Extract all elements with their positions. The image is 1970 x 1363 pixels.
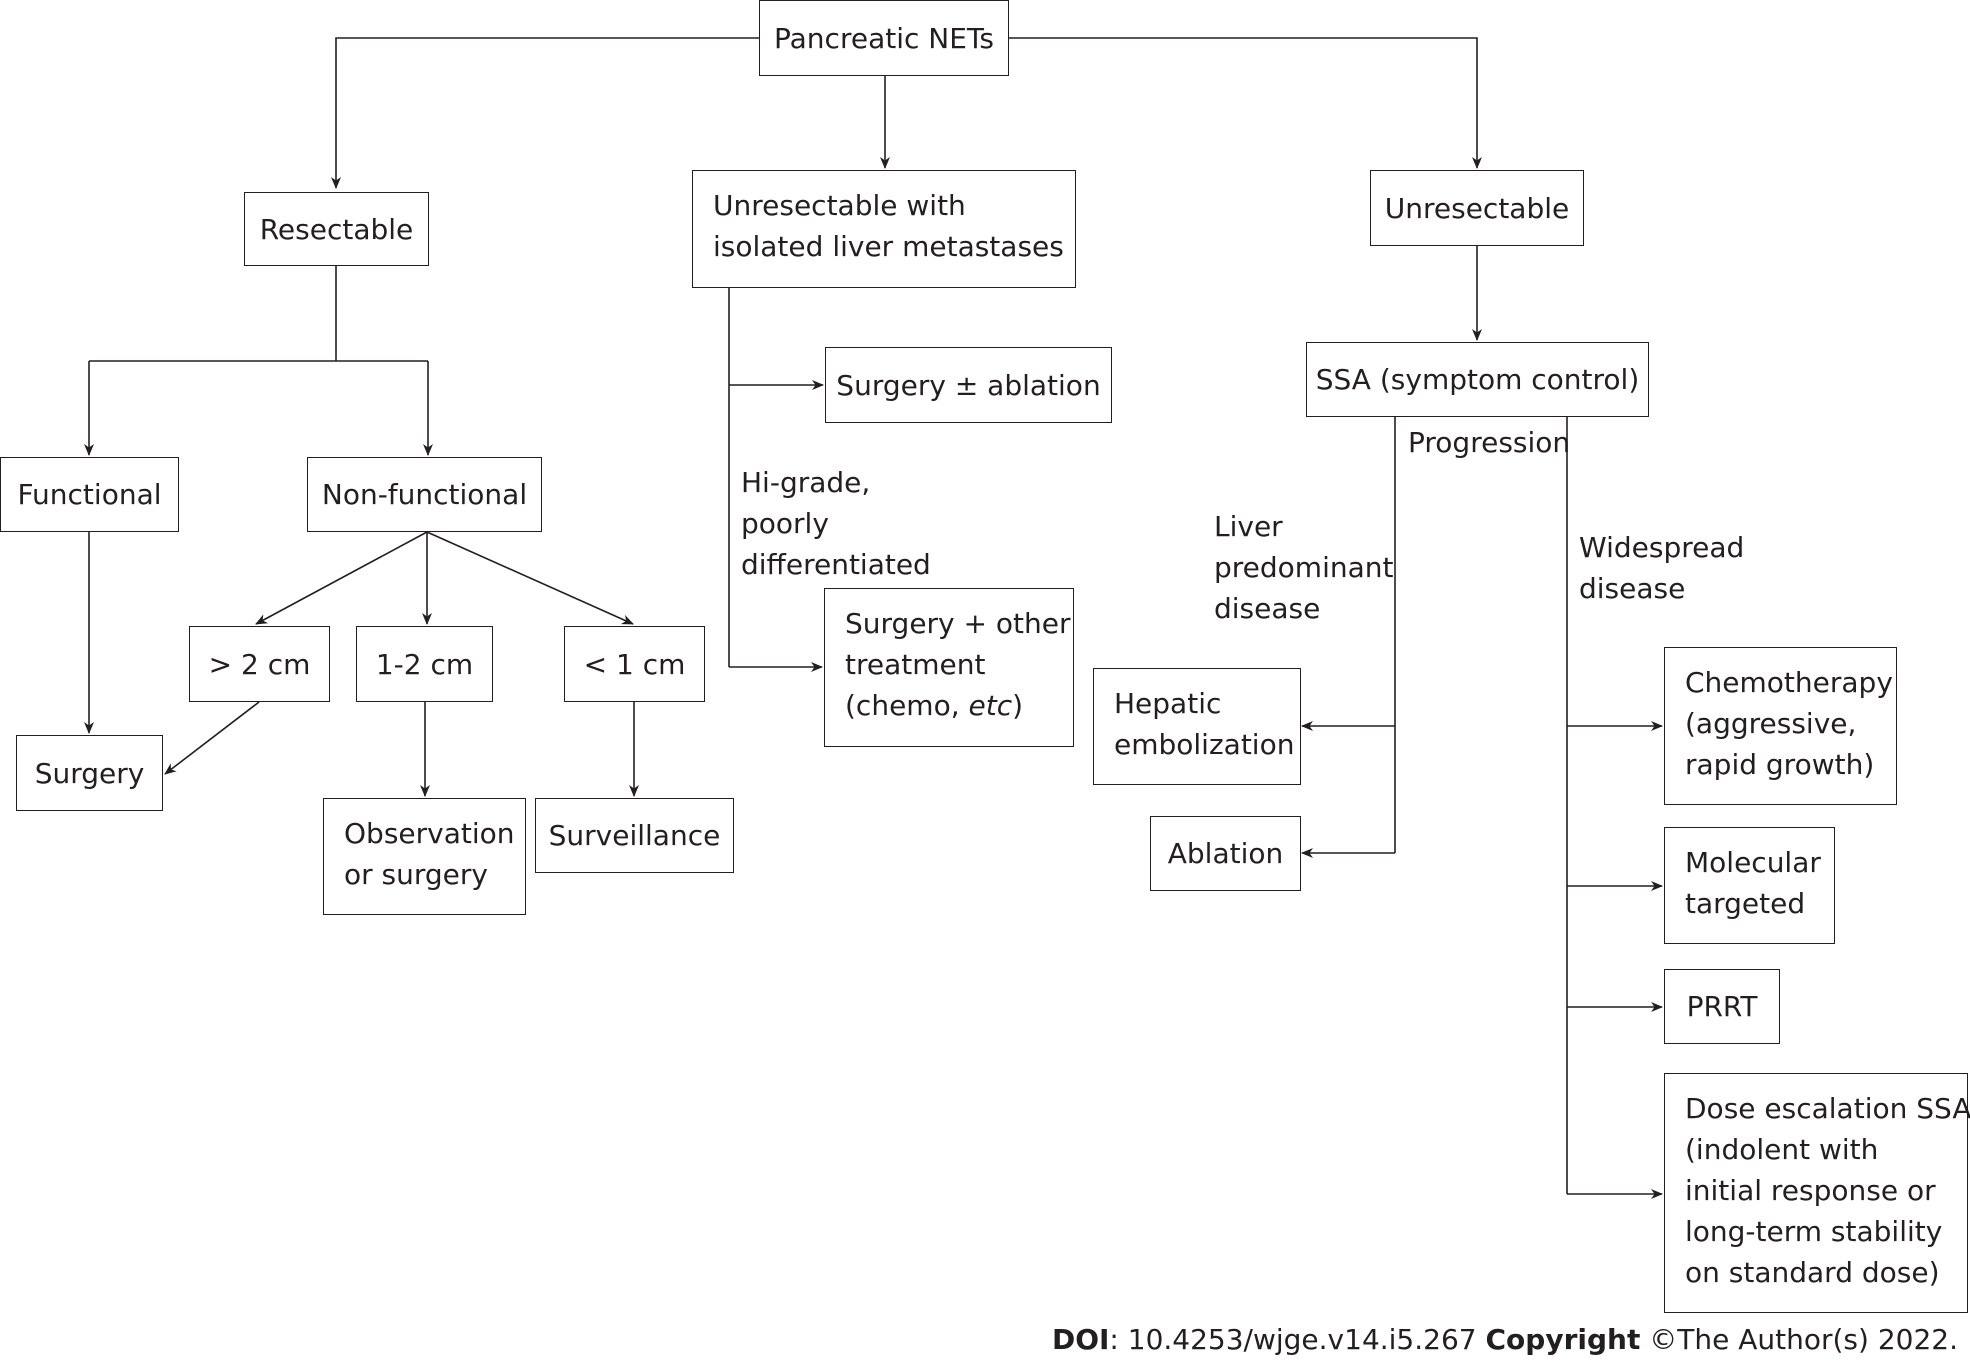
node-size-gt-2cm: > 2 cm (189, 626, 330, 702)
node-surgery-ablation: Surgery ± ablation (825, 347, 1112, 423)
node-size-lt-1cm: < 1 cm (564, 626, 705, 702)
node-size-lt-1cm-label: < 1 cm (583, 647, 686, 681)
label-progression: Progression (1408, 422, 1570, 463)
node-molecular-targeted: Molecular targeted (1664, 827, 1835, 944)
liver-predominant-line-2: predominant (1214, 551, 1394, 584)
chemo-line-2: (aggressive, (1685, 707, 1857, 740)
node-surgery-label: Surgery (34, 756, 145, 790)
label-widespread-disease: Widespread disease (1579, 527, 1744, 609)
label-hi-grade: Hi-grade, poorly differentiated (741, 462, 931, 585)
node-non-functional: Non-functional (307, 457, 542, 532)
node-prrt-label: PRRT (1686, 990, 1758, 1023)
node-surgery-ablation-label: Surgery ± ablation (836, 368, 1101, 402)
node-size-1-2cm-label: 1-2 cm (375, 647, 474, 681)
progression-text: Progression (1408, 426, 1571, 459)
liver-predominant-line-1: Liver (1214, 510, 1283, 543)
observation-line-1: Observation (344, 817, 515, 850)
surgery-other-suffix: ) (1012, 689, 1024, 722)
hepatic-line-1: Hepatic (1114, 687, 1222, 720)
surgery-other-etc: etc (968, 689, 1013, 722)
root-node-pancreatic-nets: Pancreatic NETs (759, 0, 1009, 76)
label-liver-predominant: Liver predominant disease (1214, 506, 1393, 629)
node-dose-escalation-ssa: Dose escalation SSA (indolent with initi… (1664, 1073, 1970, 1313)
doi-value: : 10.4253/wjge.v14.i5.267 (1109, 1323, 1486, 1356)
liver-mets-line-2: isolated liver metastases (713, 230, 1064, 263)
copyright-label: Copyright (1485, 1323, 1641, 1356)
liver-predominant-line-3: disease (1214, 592, 1321, 625)
node-chemotherapy: Chemotherapy (aggressive, rapid growth) (1664, 647, 1897, 805)
node-observation-or-surgery: Observation or surgery (323, 798, 526, 915)
node-prrt: PRRT (1664, 969, 1780, 1044)
doi-label: DOI (1051, 1323, 1110, 1356)
node-non-functional-label: Non-functional (321, 478, 528, 511)
observation-line-2: or surgery (344, 858, 488, 891)
dose-line-4: long-term stability (1685, 1215, 1943, 1248)
surgery-other-line-1: Surgery + other (845, 607, 1071, 640)
copyright-value: ©The Author(s) 2022. (1640, 1323, 1958, 1356)
node-ablation-label: Ablation (1167, 837, 1284, 870)
dose-line-5: on standard dose) (1685, 1256, 1940, 1289)
chemo-line-3: rapid growth) (1685, 748, 1875, 781)
node-size-1-2cm: 1-2 cm (356, 626, 493, 702)
node-surgery-other-treatment: Surgery + other treatment (chemo, etc) (824, 588, 1074, 747)
node-size-gt-2cm-label: > 2 cm (208, 647, 311, 681)
node-unresectable: Unresectable (1370, 170, 1584, 246)
surgery-other-line-2: treatment (845, 648, 986, 681)
widespread-line-2: disease (1579, 572, 1686, 605)
dose-line-2: (indolent with (1685, 1133, 1879, 1166)
node-unresectable-liver-metastases: Unresectable with isolated liver metasta… (692, 170, 1076, 288)
node-surveillance: Surveillance (535, 798, 734, 873)
node-functional: Functional (0, 457, 179, 532)
chemo-line-1: Chemotherapy (1685, 666, 1893, 699)
hepatic-line-2: embolization (1114, 728, 1295, 761)
node-ssa-label: SSA (symptom control) (1315, 363, 1640, 396)
dose-line-3: initial response or (1685, 1174, 1936, 1207)
hi-grade-line-3: differentiated (741, 548, 931, 581)
liver-mets-line-1: Unresectable with (713, 189, 966, 222)
doi-copyright-footer: DOI: 10.4253/wjge.v14.i5.267 Copyright ©… (1052, 1323, 1958, 1356)
surgery-other-line-3: (chemo, etc) (845, 685, 1053, 726)
node-resectable: Resectable (244, 192, 429, 266)
node-unresectable-label: Unresectable (1384, 191, 1570, 225)
node-surgery: Surgery (16, 735, 163, 811)
node-surveillance-label: Surveillance (548, 819, 721, 852)
node-ssa-symptom-control: SSA (symptom control) (1306, 342, 1649, 417)
root-node-label: Pancreatic NETs (774, 21, 994, 55)
widespread-line-1: Widespread (1579, 531, 1745, 564)
node-resectable-label: Resectable (259, 212, 414, 246)
molecular-line-2: targeted (1685, 887, 1806, 920)
hi-grade-line-2: poorly (741, 507, 829, 540)
node-functional-label: Functional (17, 478, 162, 511)
hi-grade-line-1: Hi-grade, (741, 466, 871, 499)
node-hepatic-embolization: Hepatic embolization (1093, 668, 1301, 785)
molecular-line-1: Molecular (1685, 846, 1821, 879)
dose-line-1: Dose escalation SSA (1685, 1092, 1970, 1125)
surgery-other-prefix: (chemo, (845, 689, 969, 722)
node-ablation: Ablation (1150, 816, 1301, 891)
